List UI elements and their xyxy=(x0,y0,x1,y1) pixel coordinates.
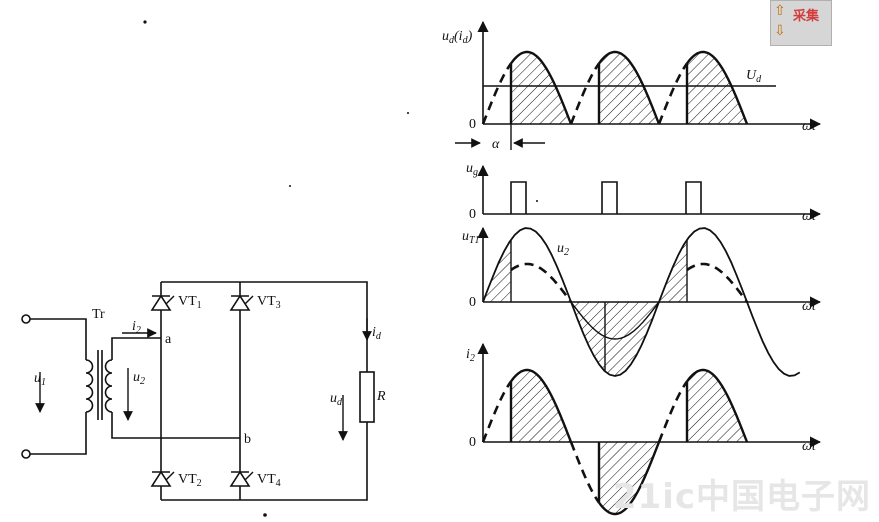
panel-ud: ud(id) Ud 0 α ωt xyxy=(442,20,822,152)
terminal-bottom xyxy=(21,449,31,459)
label-i2-wave: i2 xyxy=(466,347,475,364)
panel-uvt: uT1 u2 0 ωt xyxy=(462,226,822,377)
label-r: R xyxy=(376,389,386,404)
waveforms: ud(id) Ud 0 α ωt ug 0 ωt uT1 u2 xyxy=(442,20,822,516)
primary-coil xyxy=(85,359,94,413)
down-arrow-icon: ⇩ xyxy=(774,23,786,39)
label-ud: ud xyxy=(330,391,343,408)
label-id: id xyxy=(372,325,382,342)
panel-ug: ug 0 ωt xyxy=(466,161,822,224)
zero-3: 0 xyxy=(469,295,476,310)
resistor-r xyxy=(359,371,375,423)
collect-widget[interactable]: ⇧ ⇩ 采集 xyxy=(770,0,832,46)
collect-label: 采集 xyxy=(793,9,820,24)
gate-pulse-3 xyxy=(685,181,702,214)
zero-2: 0 xyxy=(469,207,476,222)
wt-2: ωt xyxy=(802,209,817,224)
wt-1: ωt xyxy=(802,119,817,134)
node-b: b xyxy=(244,432,251,447)
label-Ud: Ud xyxy=(746,68,762,85)
label-u2: u2 xyxy=(133,370,145,387)
label-ug: ug xyxy=(466,161,478,178)
label-vt4: VT4 xyxy=(257,472,281,489)
node-a: a xyxy=(165,332,172,347)
secondary-coil xyxy=(104,359,113,413)
zero-4: 0 xyxy=(469,435,476,450)
label-vt3: VT3 xyxy=(257,294,281,311)
thyristor-vt1 xyxy=(150,294,175,311)
label-u1: u1 xyxy=(34,371,46,388)
thyristor-vt2 xyxy=(150,470,175,487)
gate-pulse-1 xyxy=(510,181,527,214)
label-uvt: uT1 xyxy=(462,229,480,246)
panel-i2: i2 0 ωt xyxy=(466,342,822,516)
label-tr: Tr xyxy=(92,307,105,322)
wt-4: ωt xyxy=(802,439,817,454)
label-i2: i2 xyxy=(132,319,141,336)
label-vt2: VT2 xyxy=(178,472,202,489)
terminal-top xyxy=(21,314,31,324)
up-arrow-icon: ⇧ xyxy=(774,3,786,19)
label-ud-id: ud(id) xyxy=(442,29,473,46)
thyristor-vt4 xyxy=(229,470,254,487)
wt-3: ωt xyxy=(802,299,817,314)
zero-1: 0 xyxy=(469,117,476,132)
gate-pulse-2 xyxy=(601,181,618,214)
label-alpha: α xyxy=(492,137,500,152)
watermark-21ic: 21ic中国电子网 xyxy=(612,477,871,517)
label-vt1: VT1 xyxy=(178,294,202,311)
thyristor-vt3 xyxy=(229,294,254,311)
circuit: u1 Tr i2 u2 a b VT1 VT3 VT2 VT4 id ud R xyxy=(21,281,386,501)
label-u2-wave: u2 xyxy=(557,241,569,258)
